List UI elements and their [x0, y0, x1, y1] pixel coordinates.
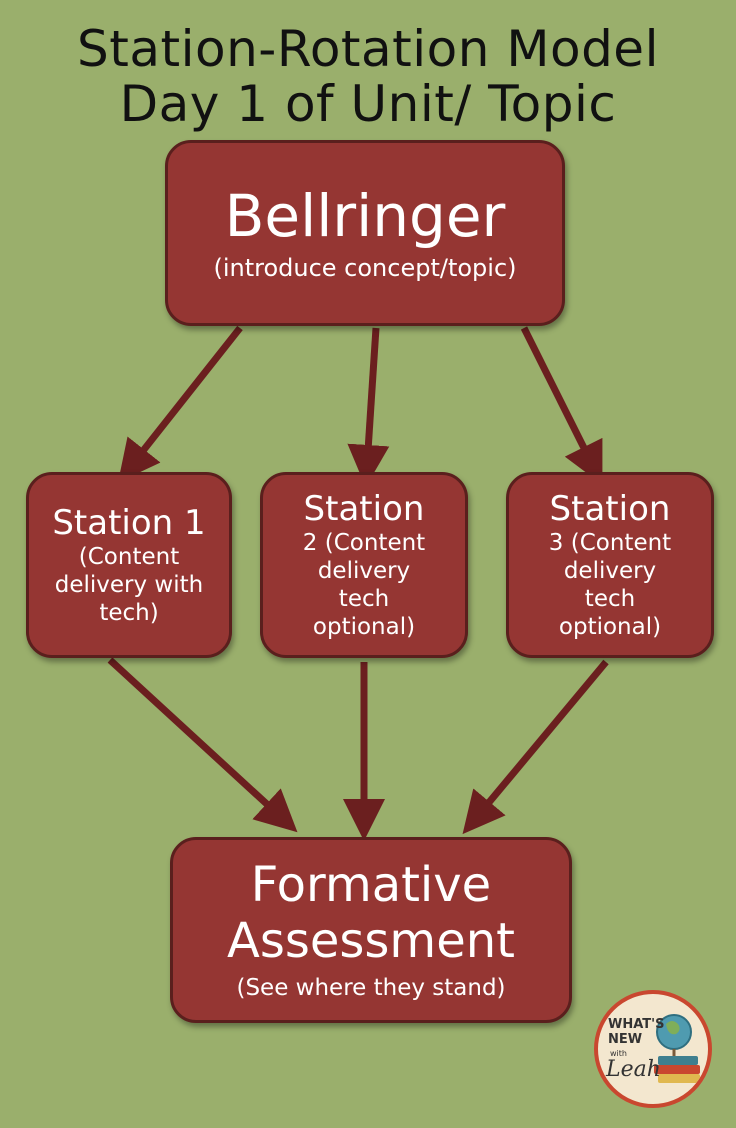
bellringer-title: Bellringer — [224, 182, 506, 250]
whats-new-with-leah-logo: WHAT'S NEW with Leah — [594, 990, 712, 1108]
station-3-line-2: delivery — [563, 558, 657, 584]
formative-title-line1: Formative — [250, 857, 492, 913]
formative-subtitle: (See where they stand) — [236, 975, 506, 1001]
logo-text-line3: with — [610, 1049, 627, 1058]
station-2-line-2: delivery — [317, 558, 411, 584]
station-2-line-1: 2 (Content — [302, 530, 426, 556]
logo-text-line4: Leah — [606, 1057, 661, 1082]
arrow-bellringer-to-station1 — [117, 325, 243, 483]
station-3-line-3: tech — [584, 586, 636, 612]
station-1-line-1: (Content — [78, 544, 180, 570]
logo-text-line2: NEW — [608, 1032, 643, 1047]
bellringer-box: Bellringer (introduce concept/topic) — [165, 140, 565, 326]
diagram-title-line1: Station-Rotation Model — [77, 20, 659, 78]
station-2-box: Station 2 (Content delivery tech optiona… — [260, 472, 468, 658]
station-1-line-2: delivery with — [54, 572, 204, 598]
arrow-station3-to-formative — [462, 659, 609, 835]
formative-assessment-box: Formative Assessment (See where they sta… — [170, 837, 572, 1023]
station-2-line-4: optional) — [312, 614, 416, 640]
station-3-box: Station 3 (Content delivery tech optiona… — [506, 472, 714, 658]
bellringer-subtitle: (introduce concept/topic) — [213, 254, 517, 282]
station-3-heading: Station — [549, 489, 671, 529]
station-3-line-4: optional) — [558, 614, 662, 640]
station-1-line-3: tech) — [99, 600, 159, 626]
station-1-heading: Station 1 — [52, 503, 206, 543]
diagram-title-line2: Day 1 of Unit/ Topic — [119, 75, 617, 133]
logo-text-line1: WHAT'S — [608, 1017, 665, 1032]
arrow-bellringer-to-station3 — [520, 326, 603, 485]
station-2-heading: Station — [303, 489, 425, 529]
arrow-station1-to-formative — [107, 657, 298, 833]
station-1-box: Station 1 (Content delivery with tech) — [26, 472, 232, 658]
formative-title-line2: Assessment — [227, 913, 515, 969]
arrow-bellringer-to-station2 — [347, 327, 390, 487]
station-3-line-1: 3 (Content — [548, 530, 672, 556]
globe-and-books-icon — [654, 1014, 700, 1083]
station-2-line-3: tech — [338, 586, 390, 612]
